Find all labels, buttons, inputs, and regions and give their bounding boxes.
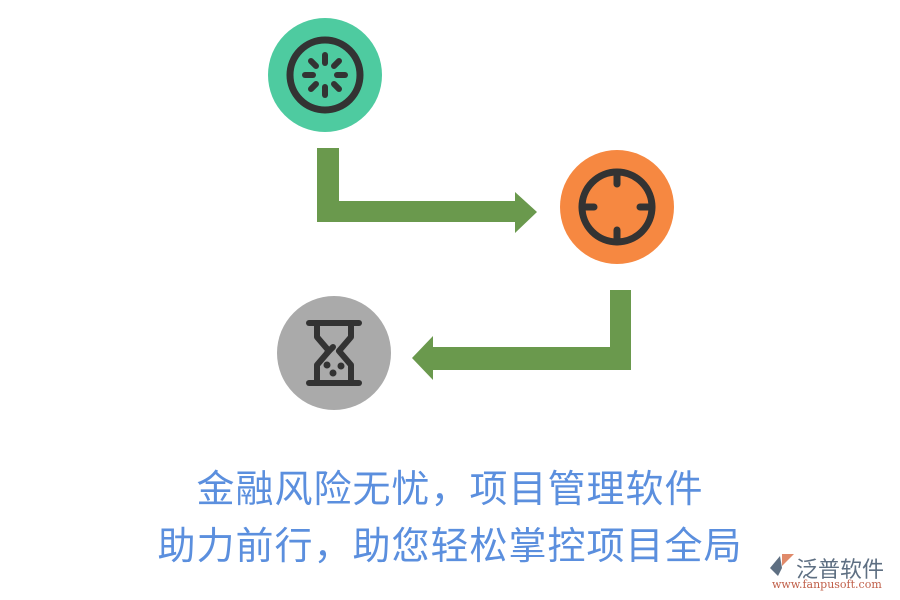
caption-line-1: 金融风险无忧，项目管理软件 (196, 467, 704, 511)
brand-logo: 泛普软件 www.fanpusoft.com (766, 552, 896, 594)
loading-spinner-icon (286, 36, 364, 114)
arrow-start-to-target (317, 148, 537, 233)
arrow-target-to-wait (412, 290, 631, 380)
brand-name: 泛普软件 (796, 558, 885, 583)
brand-url: www.fanpusoft.com (772, 578, 882, 591)
brand-logo-icon (770, 554, 794, 576)
caption-line-2: 助力前行，助您轻松掌控项目全局 (157, 524, 743, 568)
node-start (268, 18, 382, 132)
node-wait (277, 296, 391, 410)
node-target (560, 150, 674, 264)
crosshair-target-icon (578, 168, 656, 246)
hourglass-icon (306, 320, 362, 386)
